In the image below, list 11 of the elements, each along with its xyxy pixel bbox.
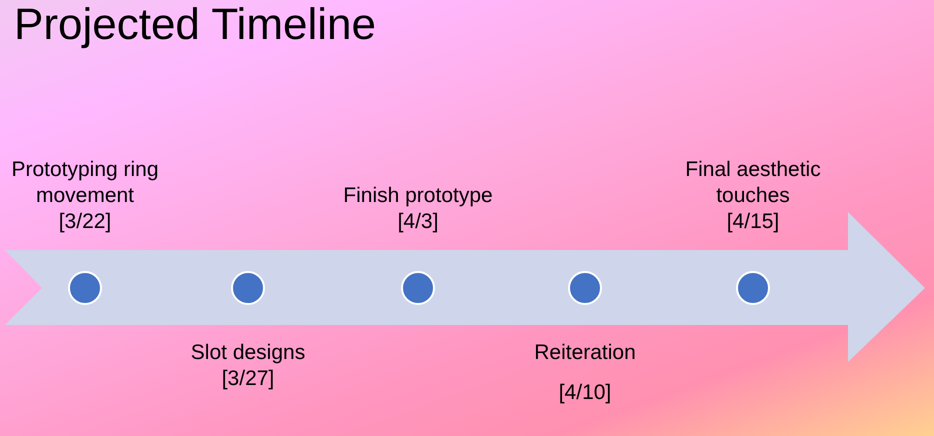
- milestone-date: [4/10]: [558, 380, 612, 406]
- milestone-date: [3/22]: [58, 209, 112, 235]
- milestone-label: Prototyping ring movement: [10, 157, 160, 209]
- milestone-label: Final aesthetic touches: [684, 157, 822, 209]
- milestone-label: Slot designs: [190, 340, 306, 366]
- milestone-date: [4/3]: [398, 209, 438, 235]
- title: Projected Timeline: [14, 0, 376, 50]
- milestone-label: Finish prototype: [343, 183, 493, 209]
- milestone-date: [4/15]: [726, 209, 780, 235]
- milestone-date: [3/27]: [222, 366, 274, 392]
- milestone-label: Reiteration: [534, 340, 636, 366]
